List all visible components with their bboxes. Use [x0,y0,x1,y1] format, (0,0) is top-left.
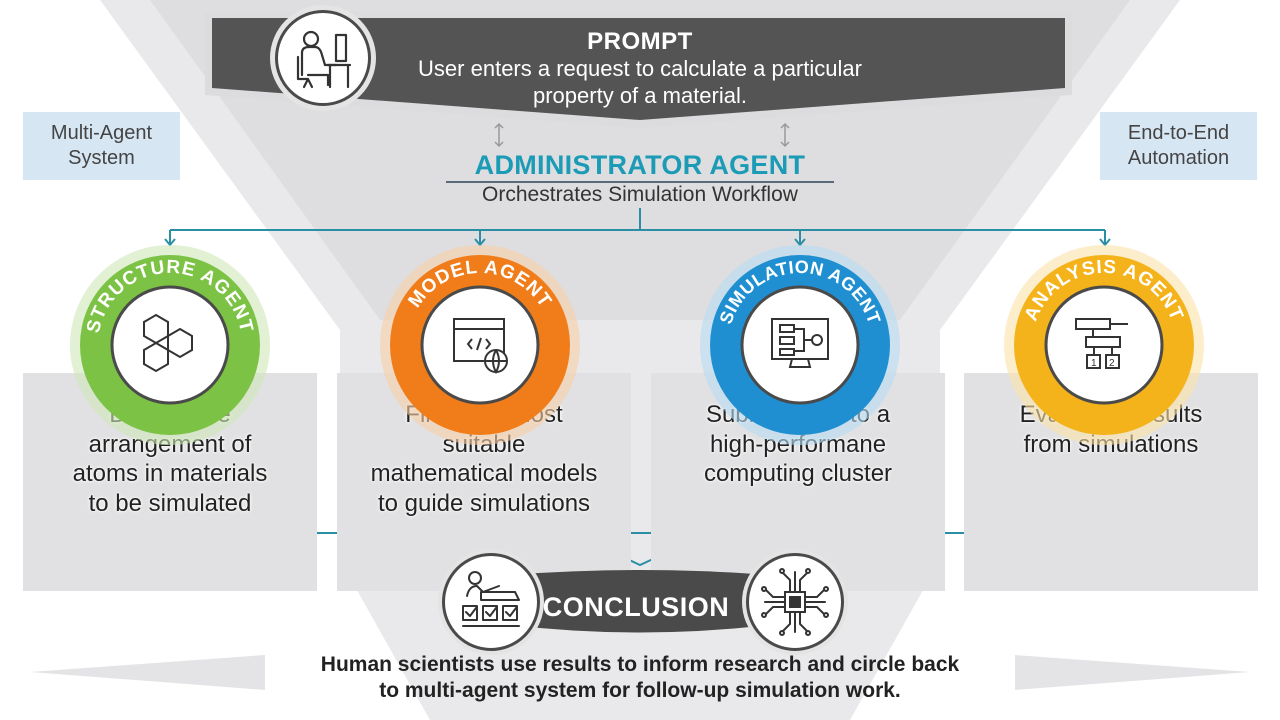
prompt-banner: PROMPT User enters a request to calculat… [0,0,1280,135]
prompt-line-2: property of a material. [533,83,747,108]
prompt-banner-shape [205,12,1072,128]
simulation-agent-badge: SIMULATION AGENT [700,245,900,445]
multi-agent-line-1: Multi-Agent [50,122,153,144]
analysis-agent-badge: ANALYSIS AGENT 1 2 [1004,245,1204,445]
code-window-globe-icon [453,318,508,375]
up-down-arrow-icon [780,122,790,148]
multi-agent-line-2: System [68,147,135,169]
multi-agent-label: Multi-Agent System [23,112,180,180]
administrator-subtitle: Orchestrates Simulation Workflow [482,183,798,206]
administrator-divider [446,181,834,183]
conclusion-title: CONCLUSION [542,592,730,622]
flowchart-monitor-icon [771,318,829,368]
automation-line-1: End-to-End [1127,122,1230,144]
prompt-description: User enters a request to calculate a par… [380,55,900,109]
conclusion-line-2: to multi-agent system for follow-up simu… [379,679,901,702]
automation-label: End-to-End Automation [1100,112,1257,180]
structure-agent-badge: STRUCTURE AGENT [70,245,270,445]
decision-tree-icon: 1 2 [1075,318,1128,369]
automation-line-2: Automation [1127,147,1230,169]
person-at-computer-icon [275,10,371,106]
prompt-title: PROMPT [587,28,693,55]
up-down-arrow-icon [494,122,504,148]
svg-text:1: 1 [1091,358,1097,369]
administrator-agent-title: ADMINISTRATOR AGENT [474,150,806,180]
model-agent-badge: MODEL AGENT [380,245,580,445]
scientist-checklist-icon [442,553,540,651]
conclusion-line-1: Human scientists use results to inform r… [320,653,960,676]
conclusion-description: Human scientists use results to inform r… [230,652,1050,704]
prompt-line-1: User enters a request to calculate a par… [418,56,862,81]
svg-text:2: 2 [1109,358,1115,369]
circuit-chip-icon [746,553,844,651]
hexagons-icon [143,313,193,373]
